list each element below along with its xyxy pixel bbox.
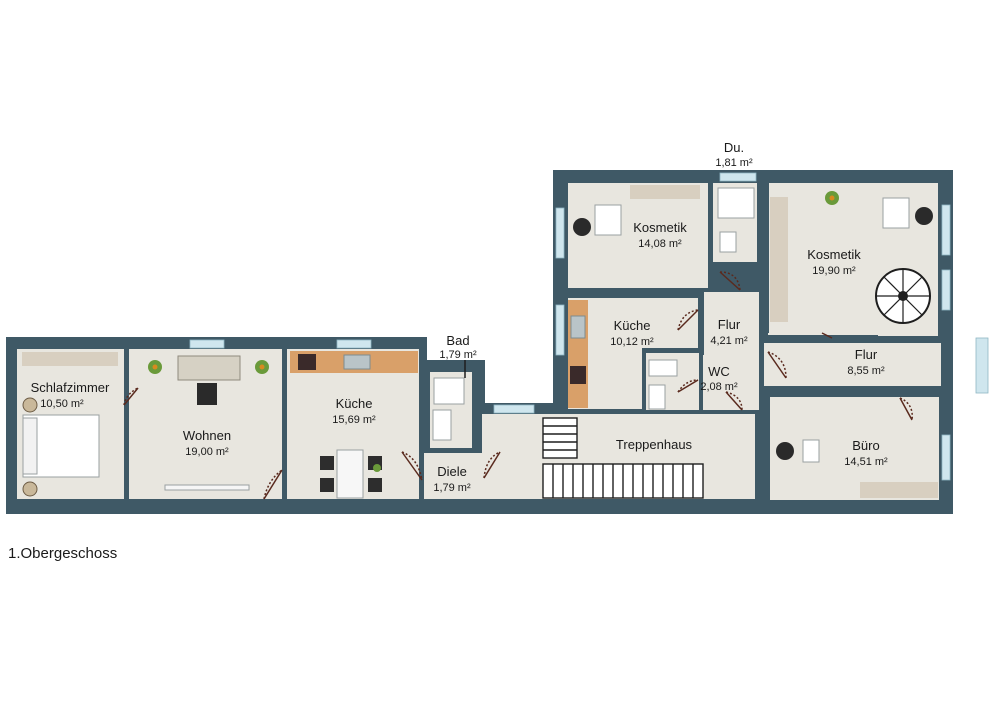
room-name-kosmetik1: Kosmetik	[633, 220, 687, 235]
room-labels: Schlafzimmer 10,50 m² Wohnen 19,00 m² Kü…	[31, 140, 888, 494]
room-name-wc: WC	[708, 364, 730, 379]
room-area-kosmetik1: 14,08 m²	[638, 238, 682, 250]
window	[975, 337, 989, 394]
windows	[189, 172, 989, 481]
tv-board	[164, 484, 250, 491]
room-area-wc: 2,08 m²	[700, 381, 738, 393]
room-area-schlafzimmer: 10,50 m²	[40, 398, 84, 410]
sofa	[177, 355, 241, 381]
room-area-buero: 14,51 m²	[844, 456, 888, 468]
room-name-flur1: Flur	[718, 317, 741, 332]
window	[189, 339, 225, 349]
window	[719, 172, 757, 182]
room-area-kosmetik2: 19,90 m²	[812, 265, 856, 277]
window	[493, 404, 535, 414]
floor-caption: 1.Obergeschoss	[8, 545, 118, 562]
window	[336, 339, 372, 349]
window	[555, 207, 565, 259]
room-name-kosmetik2: Kosmetik	[807, 247, 861, 262]
dining-table	[336, 449, 364, 499]
floor-flur1	[703, 292, 759, 410]
window	[941, 434, 951, 481]
window	[941, 269, 951, 311]
room-name-kueche2: Küche	[614, 318, 651, 333]
inner-walls	[642, 183, 943, 410]
room-name-schlafzimmer: Schlafzimmer	[31, 380, 110, 395]
furniture	[22, 187, 933, 499]
room-name-kueche1: Küche	[336, 396, 373, 411]
floor-flur2	[764, 343, 941, 386]
doors	[123, 271, 913, 500]
window	[555, 304, 565, 356]
room-area-kueche2: 10,12 m²	[610, 336, 654, 348]
window	[941, 204, 951, 256]
floor-diele	[424, 453, 482, 499]
room-area-kueche1: 15,69 m²	[332, 414, 376, 426]
room-name-buero: Büro	[852, 438, 879, 453]
room-name-flur2: Flur	[855, 347, 878, 362]
room-area-flur2: 8,55 m²	[847, 365, 885, 377]
room-name-wohnen: Wohnen	[183, 428, 231, 443]
room-name-dusche: Du.	[724, 140, 744, 155]
room-area-flur1: 4,21 m²	[710, 335, 748, 347]
room-area-bad: 1,79 m²	[439, 349, 477, 361]
plant-icon	[152, 195, 835, 370]
furniture-counters	[22, 185, 938, 498]
room-name-diele: Diele	[437, 464, 467, 479]
room-area-dusche: 1,81 m²	[715, 157, 753, 169]
room-name-treppenhaus: Treppenhaus	[616, 437, 693, 452]
room-name-bad: Bad	[446, 333, 469, 348]
room-area-diele: 1,79 m²	[433, 482, 471, 494]
floor-kosmetik1	[568, 183, 708, 288]
room-area-wohnen: 19,00 m²	[185, 446, 229, 458]
staircase	[542, 417, 704, 499]
